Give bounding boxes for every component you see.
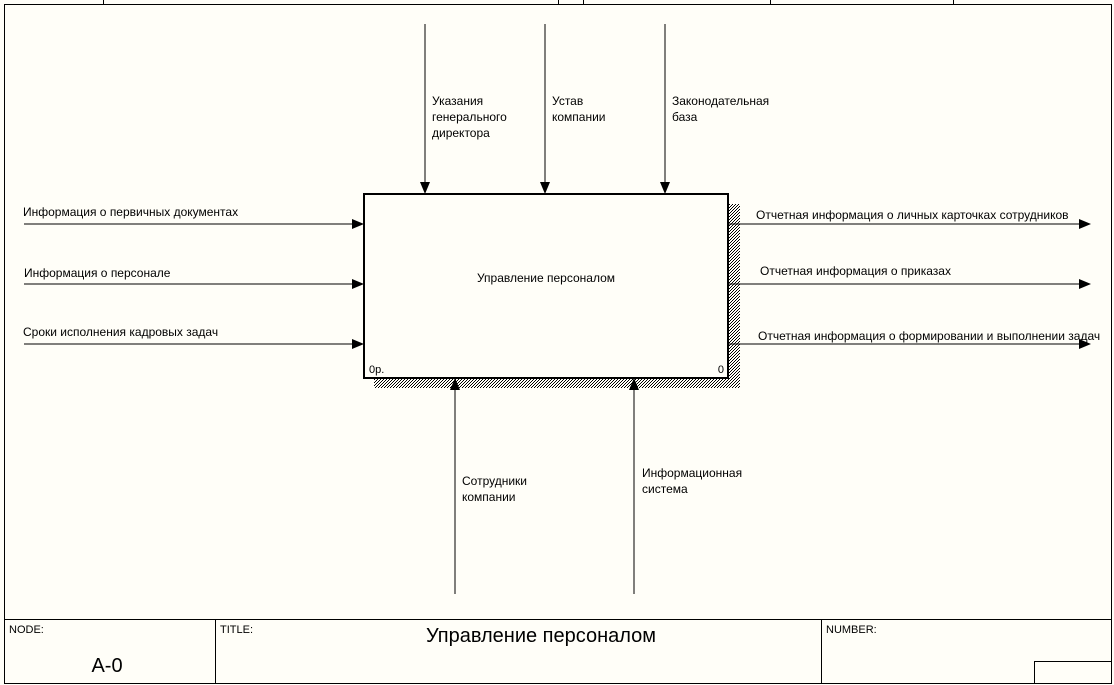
svg-text:Указания: Указания bbox=[432, 94, 483, 108]
mechanism-label-1: Сотрудники компании bbox=[462, 474, 527, 504]
node-label: NODE: bbox=[9, 624, 44, 636]
output-arrows bbox=[728, 219, 1091, 349]
number-label: NUMBER: bbox=[826, 624, 877, 636]
control-label-2: Устав компании bbox=[552, 94, 606, 124]
svg-text:Сотрудники: Сотрудники bbox=[462, 474, 527, 488]
input-label-3: Сроки исполнения кадровых задач bbox=[23, 325, 218, 339]
title-block bbox=[4, 619, 1112, 684]
control-label-1: Указания генерального директора bbox=[432, 94, 507, 140]
activity-box[interactable] bbox=[363, 193, 729, 379]
output-label-3: Отчетная информация о формировании и вып… bbox=[758, 329, 1100, 343]
page-title: Управление персоналом bbox=[426, 625, 656, 647]
output-label-1: Отчетная информация о личных карточках с… bbox=[756, 208, 1069, 222]
svg-text:директора: директора bbox=[432, 126, 490, 140]
control-arrows bbox=[420, 24, 670, 194]
svg-text:Информационная: Информационная bbox=[642, 466, 742, 480]
activity-box-title: Управление персоналом bbox=[477, 271, 615, 285]
activity-box-number: 0 bbox=[718, 364, 724, 376]
input-label-1: Информация о первичных документах bbox=[23, 205, 238, 219]
title-label: TITLE: bbox=[220, 624, 253, 636]
svg-text:компании: компании bbox=[552, 110, 606, 124]
node-value: A-0 bbox=[91, 655, 122, 677]
svg-text:компании: компании bbox=[462, 490, 516, 504]
control-label-3: Законодательная база bbox=[672, 94, 769, 124]
input-label-2: Информация о персонале bbox=[24, 266, 171, 280]
mechanism-arrows bbox=[450, 378, 639, 594]
svg-text:генерального: генерального bbox=[432, 110, 507, 124]
header-strip bbox=[103, 0, 954, 5]
svg-text:Законодательная: Законодательная bbox=[672, 94, 769, 108]
activity-box-cost: 0р. bbox=[369, 364, 384, 376]
svg-text:Устав: Устав bbox=[552, 94, 583, 108]
input-arrows bbox=[24, 219, 364, 349]
svg-text:база: база bbox=[672, 110, 698, 124]
mechanism-label-2: Информационная система bbox=[642, 466, 742, 496]
output-label-2: Отчетная информация о приказах bbox=[760, 264, 951, 278]
svg-text:система: система bbox=[642, 482, 688, 496]
